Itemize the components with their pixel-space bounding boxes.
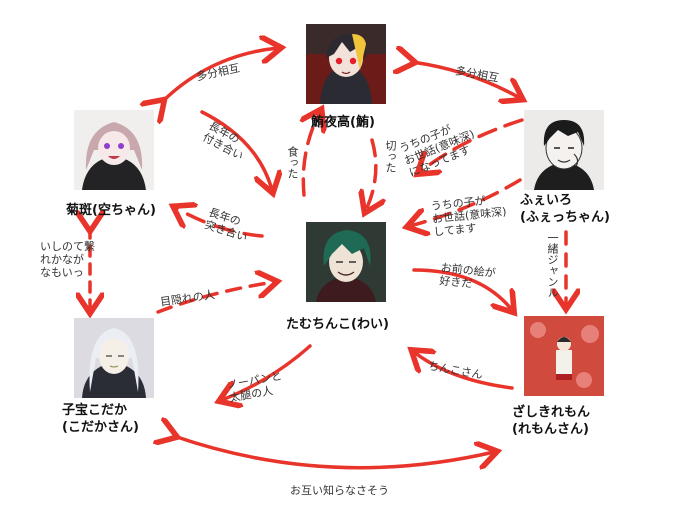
portrait-dark-hair [524, 110, 604, 190]
portrait-red-background [524, 316, 604, 396]
portrait-red-eyes [306, 24, 386, 104]
label-kikuhan-kodaka: いしのて繋 れかなが なもいっ [40, 240, 95, 279]
name-kodaka: 子宝こだか (こだかさん) [62, 403, 139, 435]
label-tamu-zashiki: お前の絵が 好きだ [438, 261, 497, 291]
name-kikuhan: 菊斑(空ちゃん) [66, 203, 156, 218]
name-fuiro: ふぇいろ (ふぇっちゃん) [520, 193, 610, 225]
arrow-tamu-kikuhan [176, 208, 264, 238]
arrow-tamu-kodaka [222, 344, 312, 400]
arrow-tsurugi-tamu-long [200, 110, 272, 190]
arrow-tsurugi-fuiro [412, 62, 520, 98]
label-tsurugi-tamu-cut: 切った [384, 140, 397, 173]
arrow-zashiki-tamu [414, 352, 514, 390]
name-tsurugi: 鮪夜高(鮪) [311, 115, 375, 130]
name-zashiki: ざしきれもん (れもんさん) [512, 405, 591, 437]
label-tamu-fuiro: うちの子が お世話(意味深) してます [430, 194, 508, 239]
arrow-tamu-zashiki [412, 268, 512, 310]
arrow-kodaka-zashiki [174, 436, 494, 468]
label-tamu-tsurugi-ate: 食った [286, 146, 299, 179]
arrow-tamu-fuiro [410, 178, 522, 226]
portrait-purple-eyes [74, 110, 154, 190]
label-kodaka-zashiki: お互い知らなさそう [290, 484, 389, 497]
arrow-fuiro-tsurugi [420, 118, 524, 172]
arrow-kikuhan-tsurugi [162, 48, 278, 102]
portrait-green-hair [306, 222, 386, 302]
arrow-tamu-tsurugi-ate [303, 112, 320, 197]
portrait-white-hair [74, 318, 154, 398]
arrow-kodaka-tamu [156, 282, 274, 314]
name-tamu: たむちんこ(わい) [286, 317, 389, 332]
label-fuiro-zashiki: 一緒ジャンル [546, 232, 559, 298]
arrow-tsurugi-tamu-cut [366, 138, 376, 210]
